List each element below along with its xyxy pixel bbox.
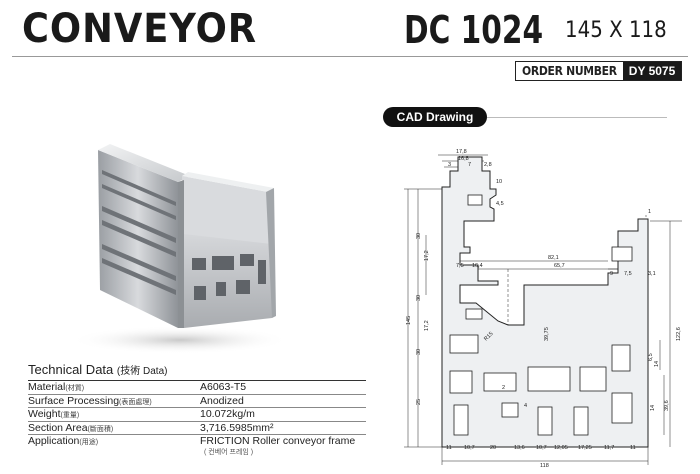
model-code: DC 1024 (404, 8, 544, 52)
dim-1: 1 (648, 209, 651, 215)
technical-data-title: Technical Data (28, 362, 114, 377)
model-size: 145 X 118 (565, 18, 667, 43)
profile-front-cutouts (192, 254, 266, 300)
dim-2-8: 2,8 (484, 162, 492, 168)
dim-bottom-11-7: 11,7 (604, 445, 614, 451)
order-number-value: DY 5075 (622, 62, 682, 80)
cad-drawing-label: CAD Drawing (383, 107, 487, 127)
dim-17-2-b: 17,2 (424, 320, 430, 331)
dim-14: 14 (654, 361, 660, 367)
row-label-sub: (材質) (65, 385, 85, 392)
dimension-labels: 17,8 16,8 3 7 2,8 10 4,5 30 17,2 17,2 30… (406, 149, 682, 469)
row-value-sub: ( 컨베어 프레임 ) (204, 448, 254, 456)
profile-left-slots (102, 170, 176, 295)
row-label: Surface Processing (28, 394, 120, 407)
dim-4: 4 (524, 403, 527, 409)
dim-17-8: 17,8 (456, 149, 467, 155)
row-label-sub: (用途) (79, 439, 99, 446)
table-row: Application(用途) FRICTION Roller conveyor… (28, 435, 366, 459)
cad-label-rule (487, 117, 667, 118)
row-label-sub: (重量) (60, 412, 80, 419)
table-row: Section Area(斷面積) 3,716.5985mm² (28, 421, 366, 435)
dim-39-6: 39,6 (664, 400, 670, 411)
dim-16-4: 16,4 (472, 263, 483, 269)
dim-bottom-11-b: 11 (630, 445, 636, 451)
row-label: Section Area (28, 421, 88, 434)
technical-data-heading: Technical Data (技術 Data) (28, 362, 366, 381)
table-row: Surface Processing(表面處理) Anodized (28, 394, 366, 408)
order-number-label: ORDER NUMBER (522, 64, 617, 78)
dim-bottom-17-25: 17,25 (578, 445, 592, 451)
row-label: Weight (28, 408, 61, 420)
table-row: Material(材質) A6063-T5 (28, 381, 366, 395)
dim-2: 2 (502, 385, 505, 391)
profile-cavities (449, 194, 633, 436)
dim-9: 9 (610, 271, 613, 277)
dim-bottom-12-05: 12,05 (554, 445, 568, 451)
dim-7-5-b: 7,5 (624, 271, 632, 277)
dim-65-7: 65,7 (554, 263, 565, 269)
order-number-box: ORDER NUMBER DY 5075 (515, 61, 683, 81)
dim-3-1: 3,1 (648, 271, 656, 277)
dim-10: 10 (496, 179, 502, 185)
profile-top-rail (98, 144, 190, 182)
profile-edge (178, 180, 184, 328)
dim-bottom-10-7-b: 10,7 (536, 445, 547, 451)
dim-30-a: 30 (416, 233, 422, 239)
dim-r15: R15 (483, 331, 494, 342)
dim-4-5: 4,5 (496, 201, 504, 207)
dim-82-1: 82,1 (548, 255, 559, 261)
dim-30-c: 30 (416, 295, 422, 301)
row-value: Anodized (200, 394, 244, 407)
row-label: Application (28, 435, 80, 447)
render-shadow (70, 326, 290, 354)
row-value: 3,716.5985mm² (200, 421, 274, 434)
dim-145: 145 (406, 316, 412, 325)
dim-bottom-13-6: 13,6 (514, 445, 525, 451)
table-row: Weight(重量) 10.072kg/m (28, 408, 366, 422)
dim-7-5-a: 7,5 (456, 263, 464, 269)
technical-data-subtitle: (技術 Data) (116, 366, 168, 377)
technical-data-table: Technical Data (技術 Data) Material(材質) A6… (28, 362, 366, 459)
row-value: FRICTION Roller conveyor frame (200, 435, 356, 447)
dim-7: 7 (468, 162, 471, 168)
dim-bottom-11-a: 11 (446, 445, 452, 451)
dim-3: 3 (448, 162, 451, 168)
dim-30-b: 30 (416, 349, 422, 355)
dim-6-5: 6,5 (648, 353, 654, 361)
dim-bottom-20: 20 (490, 445, 496, 451)
cad-cross-section: 17,8 16,8 3 7 2,8 10 4,5 30 17,2 17,2 30… (404, 149, 682, 469)
dim-25: 25 (416, 399, 422, 405)
dim-bottom-10-7-a: 10,7 (464, 445, 475, 451)
row-label-sub: (表面處理) (119, 398, 152, 406)
brand-title: CONVEYOR (22, 6, 258, 52)
dim-16-8: 16,8 (458, 156, 469, 162)
dim-118: 118 (540, 463, 549, 469)
row-label: Material (28, 381, 66, 393)
row-value: 10.072kg/m (200, 408, 255, 420)
dim-17-2-a: 17,2 (424, 250, 430, 261)
dim-14-b: 14 (650, 405, 656, 411)
row-label-sub: (斷面積) (87, 425, 114, 433)
profile-3d-render (70, 144, 290, 354)
row-value: A6063-T5 (200, 381, 247, 393)
dim-122-6: 122,6 (676, 327, 682, 341)
profile-back-plate (182, 176, 270, 250)
header-divider (12, 56, 688, 57)
profile-right-edge (266, 188, 276, 318)
dim-39-75: 39,75 (544, 327, 550, 341)
profile-back-plate-top (182, 172, 274, 192)
